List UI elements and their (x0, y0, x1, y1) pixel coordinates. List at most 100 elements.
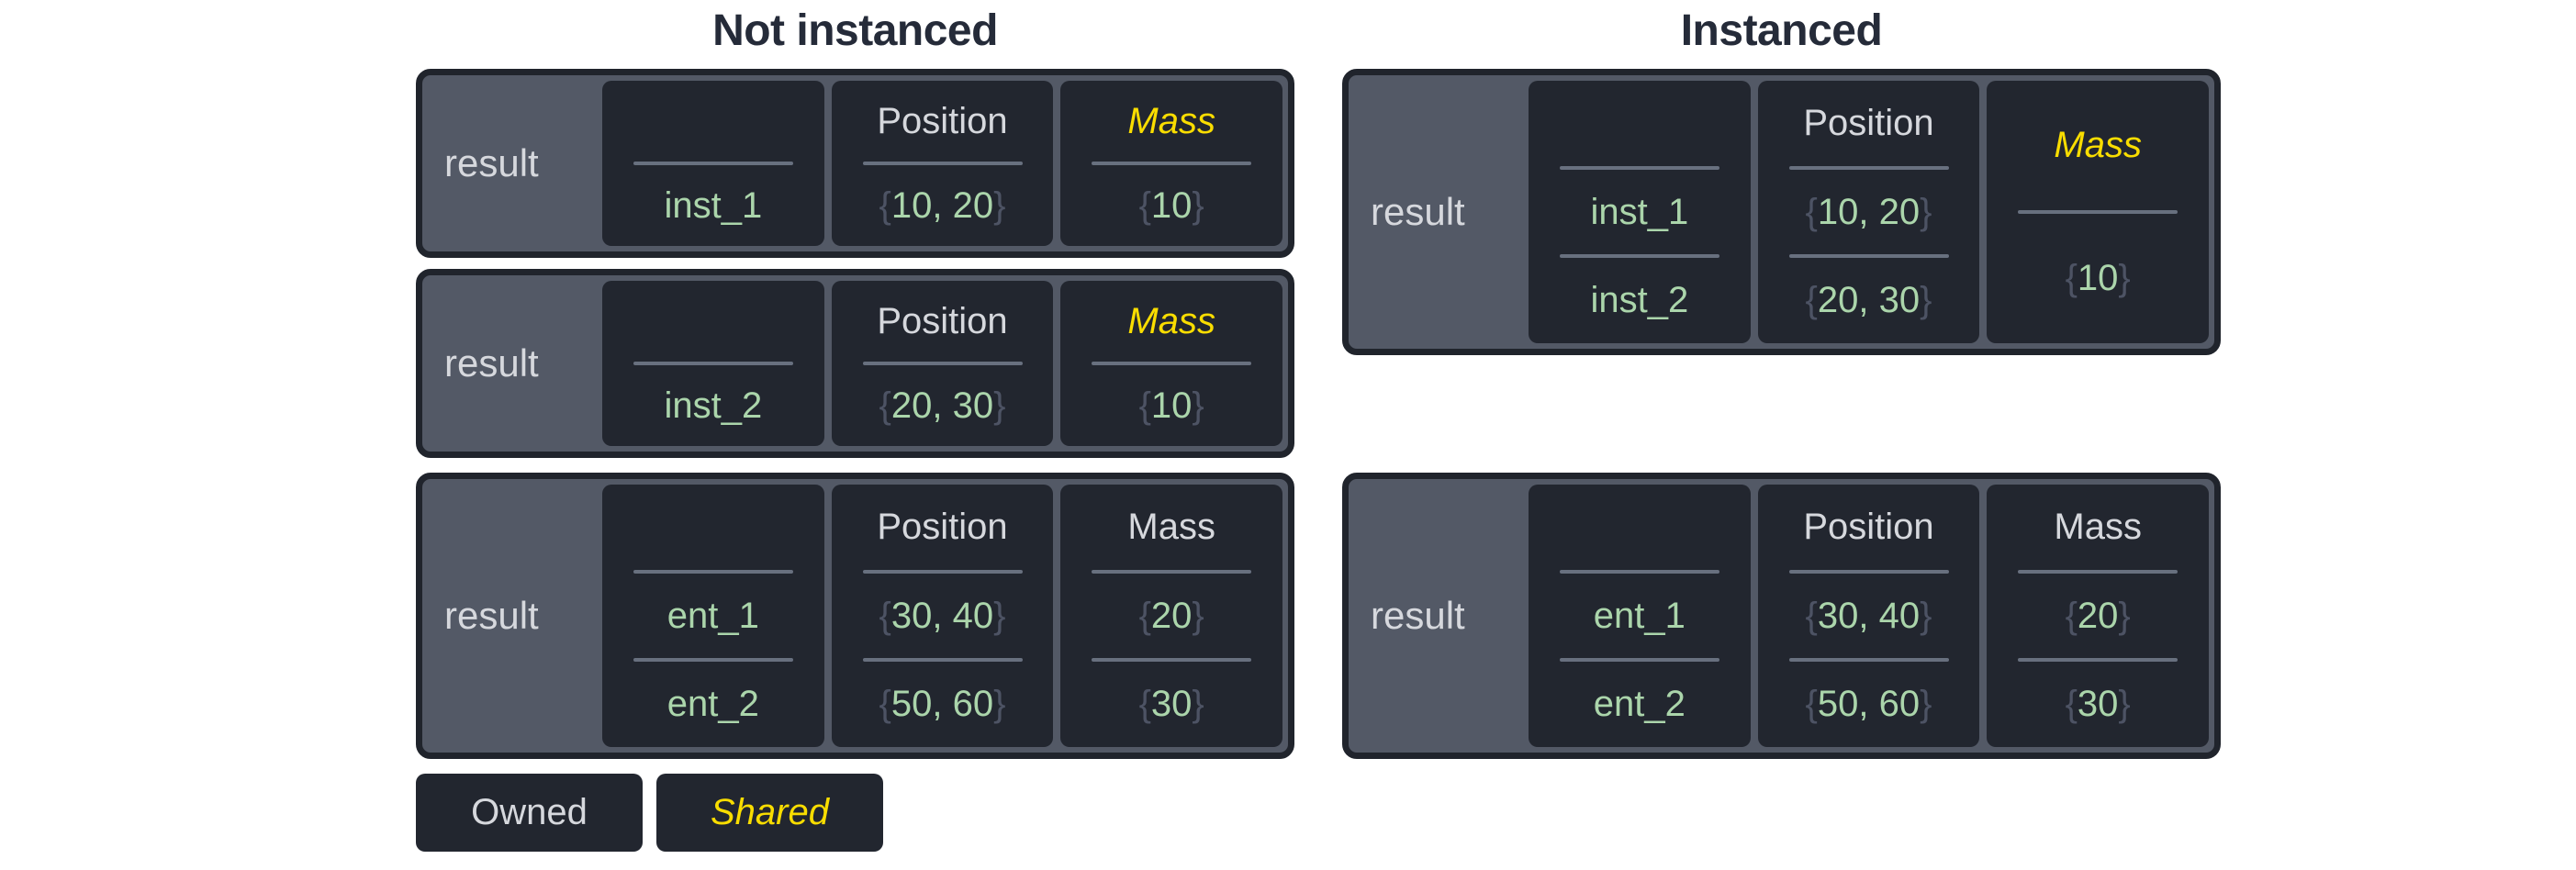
column-instanced: Instanced result inst_1 inst_2 Position … (1342, 0, 2221, 759)
mass-cell: Mass {20} {30} (1987, 485, 2210, 747)
position-value: {30, 40} (1805, 595, 1932, 636)
separator-line (1788, 165, 1949, 170)
position-value: {20, 30} (879, 385, 1006, 426)
entity-name: ent_2 (666, 684, 759, 725)
position-cell: Position {30, 40} {50, 60} (831, 485, 1054, 747)
result-box-not-instanced-3: result ent_1 ent_2 Position {30, 40} {50… (416, 473, 1294, 759)
mass-header-owned: Mass (1127, 506, 1215, 547)
mass-header-owned: Mass (2054, 506, 2142, 547)
position-cell: Position {20, 30} (831, 281, 1054, 446)
position-value: {50, 60} (879, 684, 1006, 725)
result-label: result (1371, 594, 1465, 637)
entity-name: ent_1 (666, 595, 759, 636)
entity-cell: inst_1 inst_2 (1529, 81, 1751, 343)
mass-header-shared: Mass (2054, 125, 2142, 165)
separator-line (633, 569, 793, 574)
result-box-not-instanced-2: result inst_2 Position {20, 30} Mass {10… (416, 269, 1294, 458)
mass-value: {30} (1138, 684, 1204, 725)
cells-row: ent_1 ent_2 Position {30, 40} {50, 60} M… (602, 485, 1283, 747)
entity-name: ent_1 (1593, 595, 1686, 636)
mass-value: {20} (1138, 595, 1204, 636)
legend: Owned Shared (416, 774, 1294, 852)
separator-line (862, 569, 1023, 574)
separator-line (862, 162, 1023, 165)
legend-shared-chip: Shared (656, 774, 883, 852)
diagram-canvas: Not instanced result inst_1 Position {10… (416, 0, 2221, 852)
position-value: {10, 20} (879, 184, 1006, 226)
cells-row: inst_1 inst_2 Position {10, 20} {20, 30}… (1529, 81, 2210, 343)
entity-header-empty (602, 281, 824, 362)
position-cell: Position {10, 20} (831, 81, 1054, 246)
column-not-instanced: Not instanced result inst_1 Position {10… (416, 0, 1294, 852)
separator-line (1559, 165, 1719, 170)
position-value: {20, 30} (1805, 280, 1932, 321)
position-cell: Position {10, 20} {20, 30} (1757, 81, 1980, 343)
result-label: result (1371, 190, 1465, 233)
entity-header-empty (602, 485, 824, 570)
mass-cell: Mass {10} (1060, 81, 1283, 246)
title-not-instanced: Not instanced (712, 6, 998, 55)
mass-cell-slot: Mass {10} (1987, 81, 2210, 343)
separator-line (1788, 254, 1949, 259)
entity-cell: ent_1 ent_2 (1529, 485, 1751, 747)
separator-line (1559, 658, 1719, 663)
mass-value: {10} (2065, 258, 2131, 298)
separator-line (1559, 569, 1719, 574)
result-box-instanced-2: result ent_1 ent_2 Position {30, 40} {50… (1342, 473, 2221, 759)
separator-line (1092, 162, 1252, 165)
position-header: Position (877, 100, 1008, 141)
position-header: Position (1803, 102, 1934, 143)
separator-line (1092, 658, 1252, 663)
separator-line (862, 362, 1023, 365)
separator-line (1092, 362, 1252, 365)
mass-value: {10} (1138, 385, 1204, 426)
entity-header-empty (1529, 485, 1751, 570)
mass-cell: Mass {20} {30} (1060, 485, 1283, 747)
legend-owned-chip: Owned (416, 774, 643, 852)
position-value: {10, 20} (1805, 191, 1932, 232)
mass-value: {10} (1138, 184, 1204, 226)
entity-header-empty (1529, 81, 1751, 166)
mass-cell: Mass {10} (1060, 281, 1283, 446)
position-value: {50, 60} (1805, 684, 1932, 725)
mass-value: {30} (2065, 684, 2131, 725)
mass-header-shared: Mass (1127, 100, 1215, 141)
separator-line (633, 162, 793, 165)
entity-header-empty (602, 81, 824, 162)
position-value: {30, 40} (879, 595, 1006, 636)
result-box-not-instanced-1: result inst_1 Position {10, 20} Mass {10… (416, 69, 1294, 258)
cells-row: inst_2 Position {20, 30} Mass {10} (602, 281, 1283, 446)
entity-name: ent_2 (1593, 684, 1686, 725)
separator-line (2018, 210, 2178, 214)
position-cell: Position {30, 40} {50, 60} (1757, 485, 1980, 747)
cells-row: ent_1 ent_2 Position {30, 40} {50, 60} M… (1529, 485, 2210, 747)
mass-header-shared: Mass (1127, 300, 1215, 341)
separator-line (633, 658, 793, 663)
separator-line (1788, 658, 1949, 663)
mass-cell-shared-single: Mass {10} (1987, 81, 2210, 343)
position-header: Position (877, 506, 1008, 547)
separator-line (2018, 658, 2178, 663)
separator-line (1092, 569, 1252, 574)
entity-cell: inst_2 (602, 281, 824, 446)
separator-line (1559, 254, 1719, 259)
separator-line (862, 658, 1023, 663)
result-label: result (444, 594, 539, 637)
entity-name: inst_2 (664, 385, 763, 426)
entity-name: inst_1 (664, 184, 763, 226)
result-label: result (444, 341, 539, 385)
title-instanced: Instanced (1680, 6, 1883, 55)
cells-row: inst_1 Position {10, 20} Mass {10} (602, 81, 1283, 246)
entity-name: inst_2 (1590, 280, 1689, 321)
mass-value: {20} (2065, 595, 2131, 636)
entity-cell: ent_1 ent_2 (602, 485, 824, 747)
result-box-instanced-1: result inst_1 inst_2 Position {10, 20} {… (1342, 69, 2221, 355)
separator-line (2018, 569, 2178, 574)
separator-line (633, 362, 793, 365)
position-header: Position (877, 300, 1008, 341)
separator-line (1788, 569, 1949, 574)
result-label: result (444, 141, 539, 184)
entity-cell: inst_1 (602, 81, 824, 246)
entity-name: inst_1 (1590, 191, 1689, 232)
position-header: Position (1803, 506, 1934, 547)
